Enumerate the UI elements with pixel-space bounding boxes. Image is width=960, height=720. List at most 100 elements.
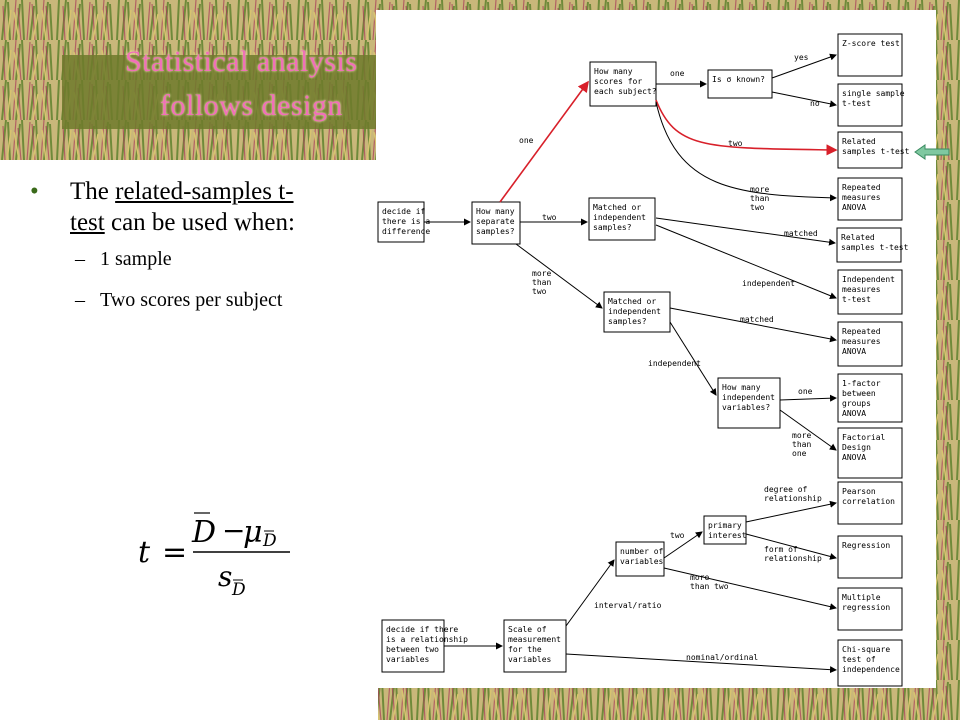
box-regression-line: Regression [842,541,890,550]
box-regression: Regression [837,535,903,579]
box-zscore-line: Z-score test [842,39,900,48]
box-chisq-line: test of [842,655,876,664]
box-factorial-line: Design [842,443,871,452]
eq-equals: = [162,535,187,570]
edge-label-nominal: nominal/ordinal [686,653,758,662]
box-repeated2-line: Repeated [842,327,881,336]
box-repeated1-line: measures [842,193,881,202]
bullet-dot-icon: • [30,178,39,205]
flow-edge [771,53,837,79]
box-repeated1-line: ANOVA [842,203,866,212]
back-arrow-icon[interactable] [913,143,953,161]
eq-mu-sub: D [262,531,277,551]
box-scores-line: How many [594,67,633,76]
box-sigma: Is σ known? [707,69,773,99]
edge-label-independent_b: independent [648,359,701,368]
bullet-item: • The related-samples t-test can be used… [30,176,370,238]
test-link[interactable]: test [70,209,105,236]
box-matched2-line: samples? [608,317,647,326]
eq-minus: − [222,514,245,547]
edge-label-more_a: than [750,194,769,203]
box-pearson-line: correlation [842,497,895,506]
box-indep-line: Independent [842,275,895,284]
box-matched2-line: Matched or [608,297,656,306]
box-separate-line: How many [476,207,515,216]
edge-label-form: relationship [764,554,822,563]
eq-s-sub: D [231,580,246,600]
box-related1-line: samples t-test [842,147,910,156]
box-scores-line: scores for [594,77,642,86]
box-single-line: single sample [842,89,905,98]
edge-label-two_b: two [542,213,557,222]
box-repeated1-line: Repeated [842,183,881,192]
edge-label-one_a: one [519,136,534,145]
bullet-pre: The [70,178,116,205]
box-zscore: Z-score test [837,33,903,77]
box-primary-line: interest [708,531,747,540]
flow-edge [663,531,703,559]
edge-label-two_c: two [670,531,685,540]
edge-label-interval: interval/ratio [594,601,662,610]
flow-edge [655,99,838,156]
box-relationship-line: is a relationship [386,635,468,644]
box-onefactor-line: between [842,389,876,398]
edge-label-degree: degree of [764,485,808,494]
eq-mu: μ [243,515,263,550]
box-chisq-line: independence [842,665,900,674]
edge-label-matched_b: matched [740,315,774,324]
box-matched2-line: independent [608,307,661,316]
related-samples-link[interactable]: related-samples t- [115,178,294,205]
box-primary-line: primary [708,521,742,530]
box-separate-line: samples? [476,227,515,236]
eq-s: s [218,560,232,593]
box-relationship-line: between two [386,645,439,654]
title-line-2: follows design [160,89,343,122]
box-repeated2-line: measures [842,337,881,346]
flow-edge [565,653,837,674]
box-multiple-line: regression [842,603,890,612]
flow-edge [669,321,717,396]
edge-label-two_a: two [728,139,743,148]
edge-label-form: form of [764,545,798,554]
box-scale-line: measurement [508,635,561,644]
flow-edge [655,217,836,246]
flow-edge [565,559,615,627]
box-difference-line: difference [382,227,430,236]
box-onefactor-line: 1-factor [842,379,881,388]
edge-label-more_a: two [750,203,765,212]
box-factorial-line: ANOVA [842,453,866,462]
box-scale-line: variables [508,655,552,664]
box-matched1-line: Matched or [593,203,641,212]
edge-label-more_b: more [532,269,551,278]
flow-edge [669,307,837,343]
box-related1-line: Related [842,137,876,146]
edge-label-more_c: one [792,449,807,458]
box-indep-line: t-test [842,295,871,304]
flow-edge [779,409,837,451]
box-separate-line: separate [476,217,515,226]
edge-label-more_b: than [532,278,551,287]
box-related2-line: Related [841,233,875,242]
flow-edge [655,101,837,202]
slide-title: Statistical analysis follows design [125,40,415,128]
box-onefactor-line: groups [842,399,871,408]
sub-item-2: – Two scores per subject [75,289,283,311]
edge-label-one_c: one [798,387,813,396]
edge-label-degree: relationship [764,494,822,503]
box-sigma-line: Is σ known? [712,75,765,84]
edge-label-more_d: more [690,573,709,582]
box-single-line: t-test [842,99,871,108]
title-line-1: Statistical analysis [125,45,358,78]
edge-label-yes: yes [794,53,809,62]
flow-edge [499,80,589,203]
